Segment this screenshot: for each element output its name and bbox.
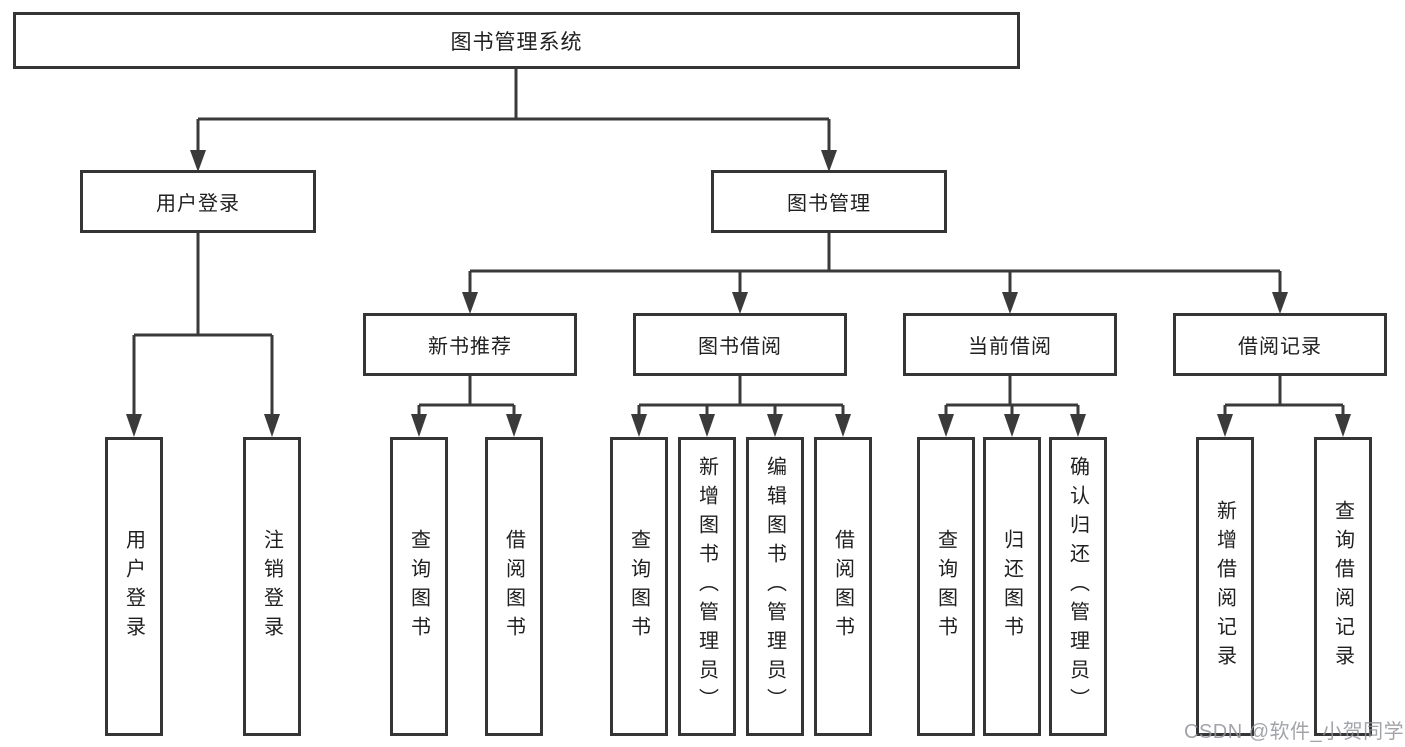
- node-root-system: 图书管理系统: [13, 12, 1020, 69]
- leaf-br-query-record-label: 查询借阅记录: [1331, 499, 1354, 674]
- leaf-logout-label: 注销登录: [260, 528, 283, 645]
- node-book-borrow: 图书借阅: [633, 313, 847, 376]
- node-root-system-label: 图书管理系统: [450, 30, 583, 54]
- leaf-nb-borrow-books-label: 借阅图书: [502, 528, 525, 645]
- leaf-cb-confirm-return-admin-label: 确认归还（管理员）: [1066, 456, 1089, 717]
- leaf-br-add-record: 新增借阅记录: [1196, 437, 1254, 736]
- leaf-bb-query-books: 查询图书: [610, 437, 668, 736]
- leaf-br-query-record: 查询借阅记录: [1314, 437, 1372, 736]
- leaf-nb-query-books: 查询图书: [390, 437, 448, 736]
- leaf-bb-add-books-admin: 新增图书（管理员）: [678, 437, 736, 736]
- node-book-borrow-label: 图书借阅: [698, 336, 782, 358]
- leaf-logout: 注销登录: [243, 437, 301, 736]
- leaf-nb-query-books-label: 查询图书: [407, 528, 430, 645]
- leaf-nb-borrow-books: 借阅图书: [485, 437, 543, 736]
- leaf-br-add-record-label: 新增借阅记录: [1213, 499, 1236, 674]
- leaf-user-login-label: 用户登录: [122, 528, 145, 645]
- node-current-borrow-label: 当前借阅: [968, 336, 1052, 358]
- leaf-cb-return-books: 归还图书: [983, 437, 1041, 736]
- leaf-cb-confirm-return-admin: 确认归还（管理员）: [1049, 437, 1107, 736]
- node-borrow-records: 借阅记录: [1173, 313, 1387, 376]
- node-borrow-records-label: 借阅记录: [1238, 336, 1322, 358]
- node-current-borrow: 当前借阅: [903, 313, 1117, 376]
- leaf-bb-edit-books-admin-label: 编辑图书（管理员）: [763, 456, 786, 717]
- node-book-management: 图书管理: [711, 170, 947, 233]
- node-user-login-label: 用户登录: [156, 193, 240, 215]
- leaf-cb-query-books-label: 查询图书: [934, 528, 957, 645]
- watermark-text: CSDN @软件_小贺同学: [1184, 721, 1405, 743]
- leaf-bb-borrow-books: 借阅图书: [814, 437, 872, 736]
- node-new-book-recommend: 新书推荐: [363, 313, 577, 376]
- node-book-management-label: 图书管理: [787, 193, 871, 215]
- leaf-bb-borrow-books-label: 借阅图书: [831, 528, 854, 645]
- leaf-bb-query-books-label: 查询图书: [627, 528, 650, 645]
- leaf-user-login: 用户登录: [105, 437, 163, 736]
- leaf-cb-return-books-label: 归还图书: [1000, 528, 1023, 645]
- node-new-book-recommend-label: 新书推荐: [428, 336, 512, 358]
- leaf-bb-add-books-admin-label: 新增图书（管理员）: [695, 456, 718, 717]
- leaf-bb-edit-books-admin: 编辑图书（管理员）: [746, 437, 804, 736]
- leaf-cb-query-books: 查询图书: [917, 437, 975, 736]
- node-user-login: 用户登录: [80, 170, 316, 233]
